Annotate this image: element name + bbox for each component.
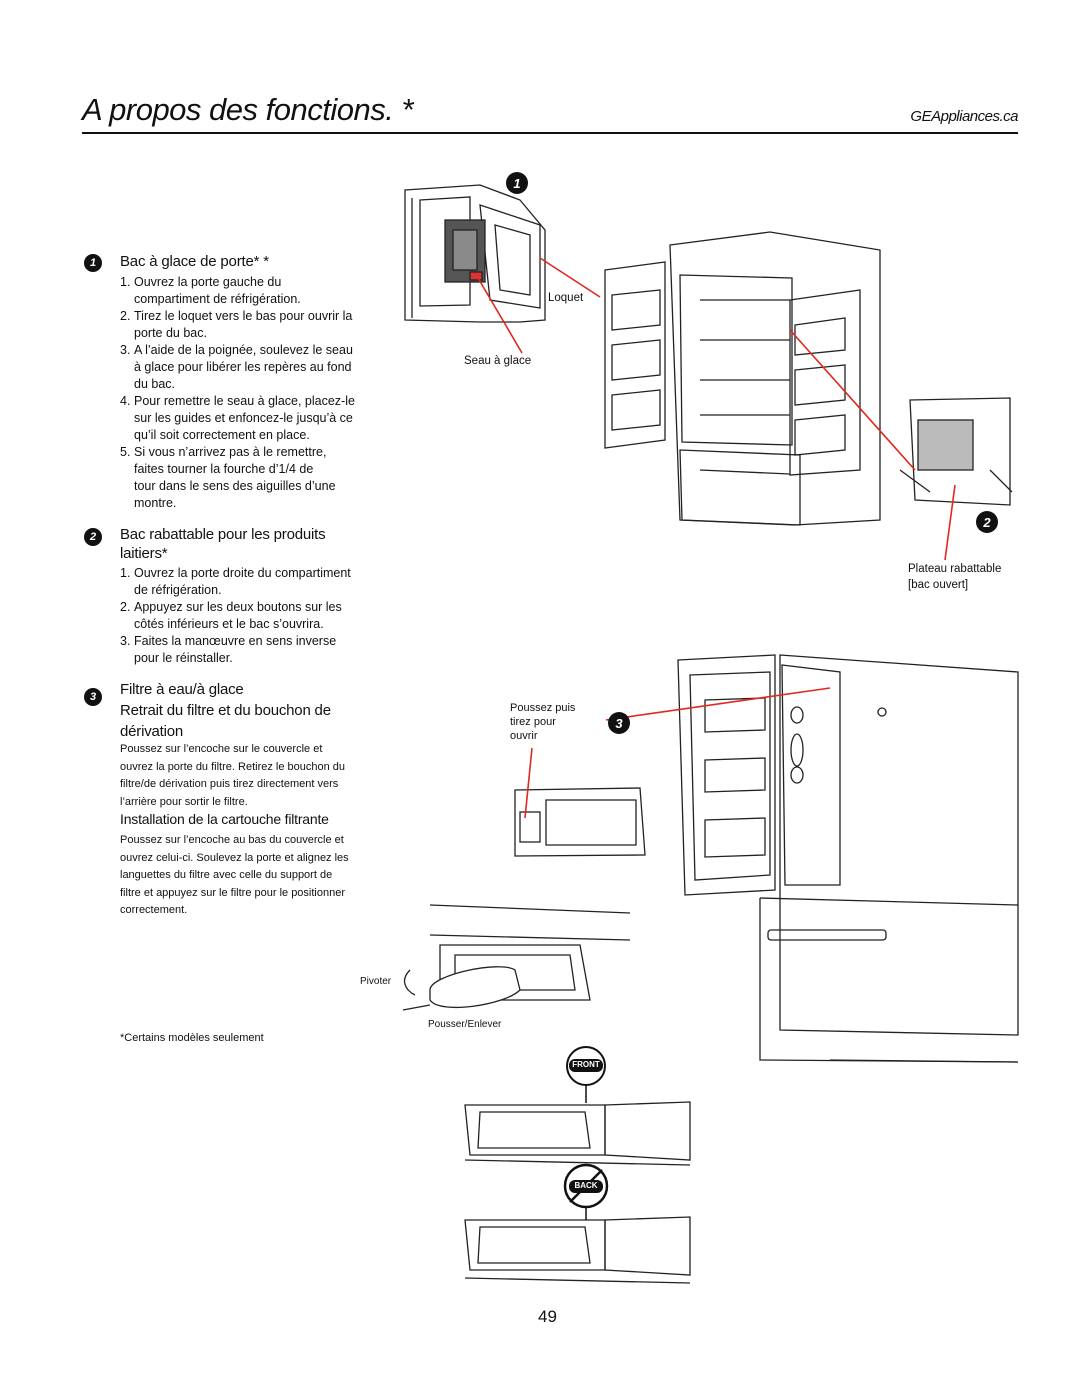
section-1-badge: 1 — [84, 254, 102, 272]
step-line: Ouvrez la porte gauche du — [134, 275, 282, 289]
filter-front-illustration — [464, 1101, 691, 1166]
para2-line: correctement. — [120, 904, 188, 916]
section-2-steps: 1.Ouvrez la porte droite du compartiment… — [120, 565, 410, 667]
step-line: porte du bac. — [134, 326, 207, 340]
step-line: Faites la manœuvre en sens inverse — [134, 634, 337, 648]
section-3-sub1-line2: dérivation — [120, 723, 184, 740]
step-item: 2.Tirez le loquet vers le bas pour ouvri… — [120, 308, 410, 342]
label-pivoter: Pivoter — [360, 976, 392, 987]
step-line: qu’il soit correctement en place. — [134, 428, 310, 442]
step-item: 1.Ouvrez la porte droite du compartiment… — [120, 565, 410, 599]
step-line: compartiment de réfrigération. — [134, 292, 301, 306]
section-1-steps: 1.Ouvrez la porte gauche du compartiment … — [120, 274, 410, 512]
step-item: 1.Ouvrez la porte gauche du compartiment … — [120, 274, 410, 308]
section-3-sub2: Installation de la cartouche filtrante — [120, 811, 329, 827]
step-line: à glace pour libérer les repères au fond — [134, 360, 352, 374]
para1-line: ouvrez la porte du filtre. Retirez le bo… — [120, 760, 346, 773]
step-item: 3.Faites la manœuvre en sens inverse pour… — [120, 633, 410, 667]
step-line: Appuyez sur les deux boutons sur les — [134, 600, 342, 614]
step-number: 1. — [120, 275, 131, 289]
callout-line-plateau-a — [789, 329, 916, 471]
para1-line: Poussez sur l’encoche sur le couvercle e… — [120, 743, 323, 755]
filter-back-illustration — [464, 1216, 691, 1284]
label-pousser-enlever: Pousser/Enlever — [428, 1019, 502, 1030]
step-number: 3. — [120, 634, 131, 648]
back-prohibited-icon — [563, 1163, 609, 1220]
step-number: 1. — [120, 566, 131, 580]
para1-line: l’arrière pour sortir le filtre. — [120, 795, 248, 808]
step-line: montre. — [134, 496, 177, 510]
label-poussez-line3: ouvrir — [510, 730, 538, 742]
page-title: A propos des fonctions. * — [82, 92, 414, 127]
open-fridge-illustration — [604, 231, 1013, 526]
illustration-badge-3: 3 — [608, 712, 630, 734]
step-line: Tirez le loquet vers le bas pour ouvrir … — [134, 309, 353, 323]
front-icon-label: FRONT — [572, 1060, 600, 1069]
page-number: 49 — [538, 1307, 557, 1326]
front-icon — [566, 1046, 606, 1103]
section-2-badge: 2 — [84, 528, 102, 546]
step-item: 5.Si vous n’arrivez pas à le remettre, fa… — [120, 444, 410, 512]
callout-line-poussez-a — [524, 747, 533, 819]
section-3-sub1-line1: Retrait du filtre et du bouchon de — [120, 702, 331, 719]
illustration-badge-1: 1 — [506, 172, 528, 194]
label-poussez-line1: Poussez puis — [510, 702, 576, 714]
step-item: 3.A l’aide de la poignée, soulevez le se… — [120, 342, 410, 393]
step-line: Si vous n’arrivez pas à le remettre, — [134, 445, 327, 459]
para2-line: ouvrez celui-ci. Soulevez la porte et al… — [120, 851, 349, 864]
label-seau-a-glace: Seau à glace — [464, 355, 532, 367]
step-item: 4.Pour remettre le seau à glace, placez-… — [120, 393, 410, 444]
para2-line: filtre et appuyez sur le filtre pour le … — [120, 886, 346, 899]
step-line: du bac. — [134, 377, 176, 391]
section-1-heading: Bac à glace de porte* * — [120, 253, 269, 270]
callout-line-loquet — [539, 257, 601, 298]
label-plateau-line1: Plateau rabattable — [908, 563, 1002, 575]
step-line: sur les guides et enfoncez-le jusqu’à ce — [134, 411, 353, 425]
callout-line-seau — [477, 277, 523, 354]
section-3-heading: Filtre à eau/à glace — [120, 681, 244, 698]
step-number: 3. — [120, 343, 131, 357]
para1-line: filtre/de dérivation puis tirez directem… — [120, 778, 339, 790]
filter-fridge-illustration — [677, 654, 1019, 1063]
label-loquet: Loquet — [548, 292, 584, 304]
illustration-badge-2: 2 — [976, 511, 998, 533]
section-3-para-2: Poussez sur l’encoche au bas du couvercl… — [120, 832, 349, 920]
filter-removal-illustration — [402, 904, 631, 1011]
footnote: *Certains modèles seulement — [120, 1032, 264, 1044]
step-line: pour le réinstaller. — [134, 651, 233, 665]
step-line: de réfrigération. — [134, 583, 222, 597]
step-line: faites tourner la fourche d’1/4 de — [134, 462, 314, 476]
section-3-badge: 3 — [84, 688, 102, 706]
step-line: côtés inférieurs et le bac s’ouvrira. — [134, 617, 324, 631]
section-2-heading-line2: laitiers* — [120, 545, 168, 562]
step-number: 4. — [120, 394, 131, 408]
label-plateau-line2: [bac ouvert] — [908, 579, 969, 591]
section-3-para-1: Poussez sur l’encoche sur le couvercle e… — [120, 741, 345, 811]
callout-line-poussez-b — [605, 687, 831, 721]
filter-housing-illustration — [514, 787, 646, 857]
step-line: A l’aide de la poignée, soulevez le seau — [134, 343, 353, 357]
step-number: 2. — [120, 309, 131, 323]
step-line: Ouvrez la porte droite du compartiment — [134, 566, 351, 580]
para2-line: Poussez sur l’encoche au bas du couvercl… — [120, 834, 344, 846]
step-item: 2.Appuyez sur les deux boutons sur les cô… — [120, 599, 410, 633]
ice-bucket-door-illustration — [404, 184, 546, 323]
para2-line: languettes du filtre avec celle du suppo… — [120, 869, 333, 881]
website-label: GEAppliances.ca — [910, 108, 1018, 125]
step-line: tour dans le sens des aiguilles d’une — [134, 479, 336, 493]
step-number: 5. — [120, 445, 131, 459]
callout-line-plateau-b — [944, 484, 956, 561]
step-line: Pour remettre le seau à glace, placez-le — [134, 394, 355, 408]
back-icon-label: BACK — [574, 1181, 598, 1190]
section-2-heading-line1: Bac rabattable pour les produits — [120, 526, 326, 543]
step-number: 2. — [120, 600, 131, 614]
header-rule — [82, 132, 1018, 134]
label-poussez-line2: tirez pour — [510, 716, 556, 728]
